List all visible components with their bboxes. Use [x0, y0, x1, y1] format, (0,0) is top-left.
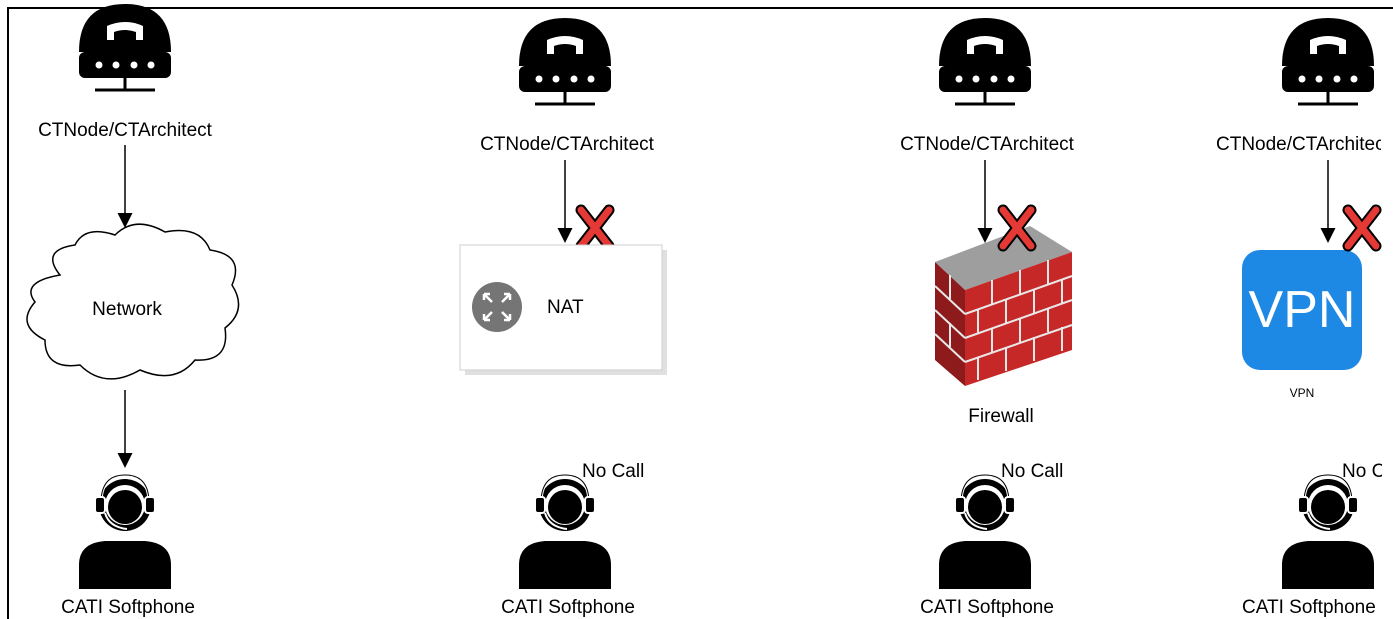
phone-icon [77, 2, 173, 92]
vpn-icon [1242, 250, 1362, 370]
blocked-x-icon [1348, 210, 1376, 246]
phone-icon [937, 16, 1033, 106]
network-label: Network [92, 299, 162, 320]
vpn-badge-text: VPN [1248, 281, 1356, 339]
agent-label: CATI Softphone [501, 597, 635, 618]
status-label: No Call [582, 461, 645, 482]
phone-icon [1280, 16, 1376, 106]
node-label: CTNode/CTArchitect [900, 134, 1074, 155]
phone-icon [517, 16, 613, 106]
headset-agent-icon [517, 473, 613, 591]
status-label: No Call [1342, 461, 1382, 482]
firewall-label: Firewall [968, 406, 1034, 427]
agent-label: CATI Softphone [1242, 597, 1376, 618]
node-label: CTNode/CTArchitect [1216, 134, 1381, 155]
vpn-label: VPN [1289, 386, 1315, 400]
agent-label: CATI Softphone [920, 597, 1054, 618]
nat-label: NAT [547, 297, 584, 318]
node-label: CTNode/CTArchitect [38, 120, 212, 141]
cloud-icon [26, 223, 240, 380]
node-label: CTNode/CTArchitect [480, 134, 654, 155]
headset-agent-icon [77, 473, 173, 591]
nat-router-icon [459, 244, 667, 375]
firewall-icon [934, 226, 1073, 386]
agent-label: CATI Softphone [61, 597, 195, 618]
headset-agent-icon [1280, 473, 1376, 591]
headset-agent-icon [937, 473, 1033, 591]
blocked-x-icon [581, 210, 609, 246]
diagram-frame [7, 7, 1393, 619]
status-label: No Call [1001, 461, 1064, 482]
